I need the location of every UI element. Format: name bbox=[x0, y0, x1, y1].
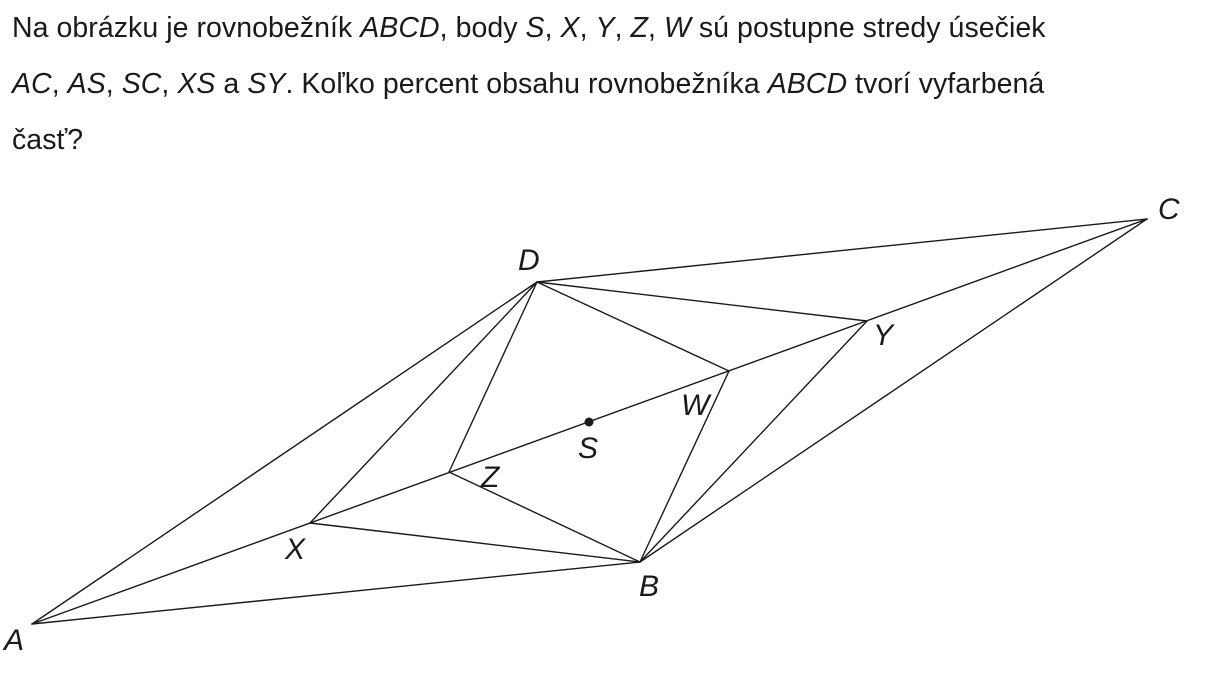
label-a: A bbox=[2, 624, 24, 657]
text-run: , body bbox=[439, 12, 526, 44]
math-as: AS bbox=[67, 68, 106, 100]
segment-dz bbox=[448, 281, 538, 473]
segment-by bbox=[639, 320, 868, 563]
label-s: S bbox=[578, 432, 598, 465]
text-run: sú postupne stredy úsečiek bbox=[690, 12, 1046, 44]
text-run: , bbox=[648, 12, 664, 44]
label-y: Y bbox=[873, 319, 895, 352]
math-z: Z bbox=[630, 12, 649, 44]
segment-bz bbox=[448, 471, 641, 563]
text-run: , bbox=[614, 12, 631, 44]
text-run: , bbox=[161, 68, 178, 100]
label-x: X bbox=[284, 533, 306, 566]
problem-line-3: časť? bbox=[12, 124, 84, 156]
label-c: C bbox=[1158, 193, 1180, 226]
label-b: B bbox=[639, 570, 659, 603]
math-abcd: ABCD bbox=[767, 68, 848, 100]
text-run: Na obrázku je rovnobežník bbox=[12, 12, 361, 44]
segment-dw bbox=[536, 281, 730, 372]
math-x: X bbox=[560, 12, 580, 44]
math-abcd: ABCD bbox=[360, 12, 440, 44]
math-y: Y bbox=[595, 12, 615, 44]
label-w: W bbox=[681, 389, 712, 422]
text-run: a bbox=[215, 68, 248, 100]
segment-bw bbox=[639, 370, 730, 563]
text-run: , bbox=[544, 12, 561, 44]
math-ac: AC bbox=[12, 68, 52, 100]
math-sc: SC bbox=[121, 68, 162, 100]
text-run: . Koľko percent obsahu rovnobežníka bbox=[285, 68, 768, 100]
segment-bx bbox=[309, 522, 641, 563]
math-s: S bbox=[525, 12, 545, 44]
problem-line-1: Na obrázku je rovnobežník ABCD, body S, … bbox=[12, 0, 1202, 56]
point-s-dot bbox=[584, 417, 594, 427]
problem-statement: Na obrázku je rovnobežník ABCD, body S, … bbox=[12, 0, 1202, 168]
text-run: , bbox=[51, 68, 68, 100]
side-da bbox=[31, 281, 538, 625]
side-ab bbox=[31, 561, 641, 625]
problem-line-2: AC, AS, SC, XS a SY. Koľko percent obsah… bbox=[12, 56, 1202, 112]
text-run: , bbox=[579, 12, 596, 44]
math-w: W bbox=[663, 12, 691, 44]
side-cd bbox=[536, 218, 1148, 283]
text-run: tvorí vyfarbená bbox=[847, 68, 1045, 100]
math-sy: SY bbox=[247, 68, 286, 100]
label-z: Z bbox=[480, 461, 501, 494]
math-xs: XS bbox=[177, 68, 216, 100]
side-bc bbox=[639, 218, 1148, 563]
segment-dx bbox=[309, 281, 538, 524]
text-run: , bbox=[105, 68, 122, 100]
segment-dy bbox=[536, 281, 868, 322]
label-d: D bbox=[518, 244, 540, 277]
